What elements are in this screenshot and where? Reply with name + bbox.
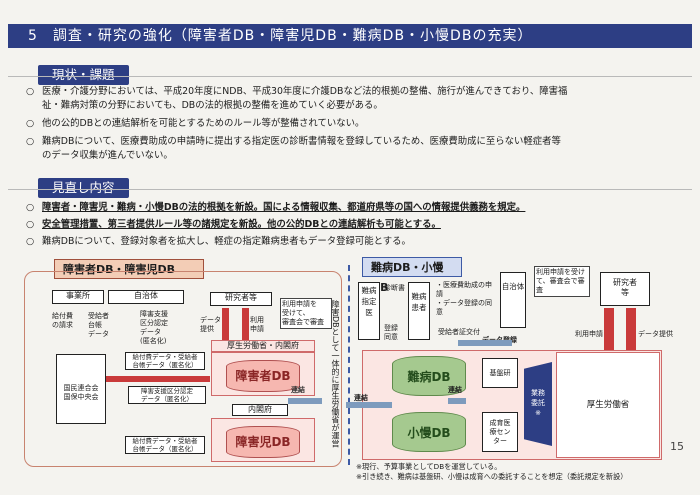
jukyusha-label: 受給者 台帳 データ [88, 312, 109, 338]
arrow-use-request [242, 308, 249, 340]
current-issues-heading: 現状・課題 [38, 65, 129, 85]
jichitai-right-box: 自治体 [500, 272, 526, 328]
page-number: 15 [670, 440, 684, 453]
footnote-2: ※引き続き、難病は基盤研、小慢は成育への委託することを想定（委託規定を新設） [356, 472, 628, 481]
current-bullet-1-cont: 祉・難病対策の分野においても、DBの法的根拠の整備を進めていく必要がある。 [42, 100, 383, 111]
kubun-label: 障害支援 区分認定 データ (匿名化) [140, 310, 168, 345]
left-renketsu-label: 連結 [291, 386, 305, 394]
middle-vertical-note: 障害DBとして一体的に厚生労働省が運営 [331, 300, 340, 448]
seiiku-box: 成育医 療セン ター [482, 412, 518, 452]
kokuho-label: 国民連合会 国保中央会 [63, 384, 99, 401]
page-title: 5 調査・研究の強化（障害者DB・障害児DB・難病DB・小慢DBの充実） [8, 24, 692, 48]
itaku-box: 業務 委託 ※ [524, 362, 552, 446]
arrow-data-provide [222, 308, 229, 340]
db1-cylinder: 障害者DB [226, 360, 300, 392]
flow3-label: 給付費データ・受給者 台帳データ（匿名化） [125, 436, 205, 454]
arrow-right-provide [626, 308, 636, 352]
footnote-1: ※現行、予算事業としてDBを運営している。 [356, 462, 502, 471]
review-bullet-1: ○障害者・障害児・難病・小慢DBの法的根拠を新設。国による情報収集、都道府県等の… [26, 202, 526, 213]
ministry-cabinet-label: 厚生労働省・内閣府 [211, 340, 315, 352]
panel-divider [348, 265, 350, 465]
shitei-i-box: 難病 指定医 [358, 282, 380, 340]
current-bullet-3: ○難病DBについて、医療費助成の申請時に提出する指定医の診断書情報を登録している… [26, 136, 561, 147]
jukyusha-kofu-label: 受給者証交付 [438, 328, 480, 336]
current-bullet-3-cont: のデータ収集が進んでいない。 [42, 150, 173, 161]
right-panel-heading: 難病DB・小慢DB [362, 257, 462, 294]
review-bullet-2: ○安全管理措置、第三者提供ルール等の諸規定を新設。他の公的DBとの連結解析も可能… [26, 219, 441, 230]
kanja-box: 難病 患者 [408, 282, 430, 340]
flow2-label: 障害支援区分認定 データ（匿名化） [128, 386, 206, 404]
mid-connect-bar [346, 402, 392, 408]
toroku-doi-label: 登録 同意 [384, 324, 398, 341]
left-connect-bar [288, 398, 322, 404]
researcher-right-box: 研究者 等 [600, 272, 650, 306]
review-bullet-3: ○難病DBについて、登録対象者を拡大し、軽症の指定難病患者もデータ登録可能とする… [26, 236, 411, 247]
left-panel [24, 271, 342, 467]
mid-renketsu-label: 連結 [354, 394, 368, 402]
jichitai-box: 自治体 [108, 290, 184, 304]
shinsei-note: ・医療費助成の申請 ・データ登録の同意 [436, 281, 492, 316]
right-connect-bar [448, 398, 466, 404]
flow1-label: 給付費データ・受給者 台帳データ（匿名化） [125, 352, 205, 370]
arrow-right-request [604, 308, 614, 352]
riyo-shinsei-label: 利用 申請 [250, 316, 264, 333]
right-riyo-note: 利用申請を受けて、審査会で審査 [534, 266, 590, 297]
review-heading: 見直し内容 [38, 178, 129, 198]
kokuho-box [56, 354, 106, 424]
ministry-right-box: 厚生労働省 [556, 352, 660, 458]
cabinet-label: 内閣府 [232, 404, 288, 416]
left-panel-heading: 障害者DB・障害児DB [54, 259, 204, 279]
review-section: ○障害者・障害児・難病・小慢DBの法的根拠を新設。国による情報収集、都道府県等の… [8, 189, 692, 251]
riyo-note: 利用申請を 受けて、 審査会で審査 [280, 298, 332, 329]
data-teikyo-label: データ 提供 [200, 316, 221, 333]
shindansho-label: 診断書 [384, 284, 405, 292]
shoman-db-cylinder: 小慢DB [392, 412, 466, 452]
researcher-box: 研究者等 [210, 292, 272, 306]
jigyosho-box: 事業所 [52, 290, 104, 304]
nanbyo-db-cylinder: 難病DB [392, 356, 466, 396]
right-data-teikyo-label: データ提供 [638, 330, 673, 338]
current-issues-section: ○医療・介護分野においては、平成20年度にNDB、平成30年度に介護DBなど法的… [8, 76, 692, 166]
data-toroku-arrow [458, 340, 512, 346]
db2-cylinder: 障害児DB [226, 426, 300, 458]
arrow-flow1 [106, 376, 210, 382]
current-bullet-2: ○他の公的DBとの連結解析を可能とするためのルール等が整備されていない。 [26, 118, 365, 129]
current-bullet-1: ○医療・介護分野においては、平成20年度にNDB、平成30年度に介護DBなど法的… [26, 86, 568, 97]
kyufuhi-label: 給付費 の請求 [52, 312, 73, 329]
right-riyo-shinsei-label: 利用申請 [575, 330, 603, 338]
kibanken-box: 基盤研 [482, 358, 518, 388]
right-renketsu-label: 連結 [448, 386, 462, 394]
